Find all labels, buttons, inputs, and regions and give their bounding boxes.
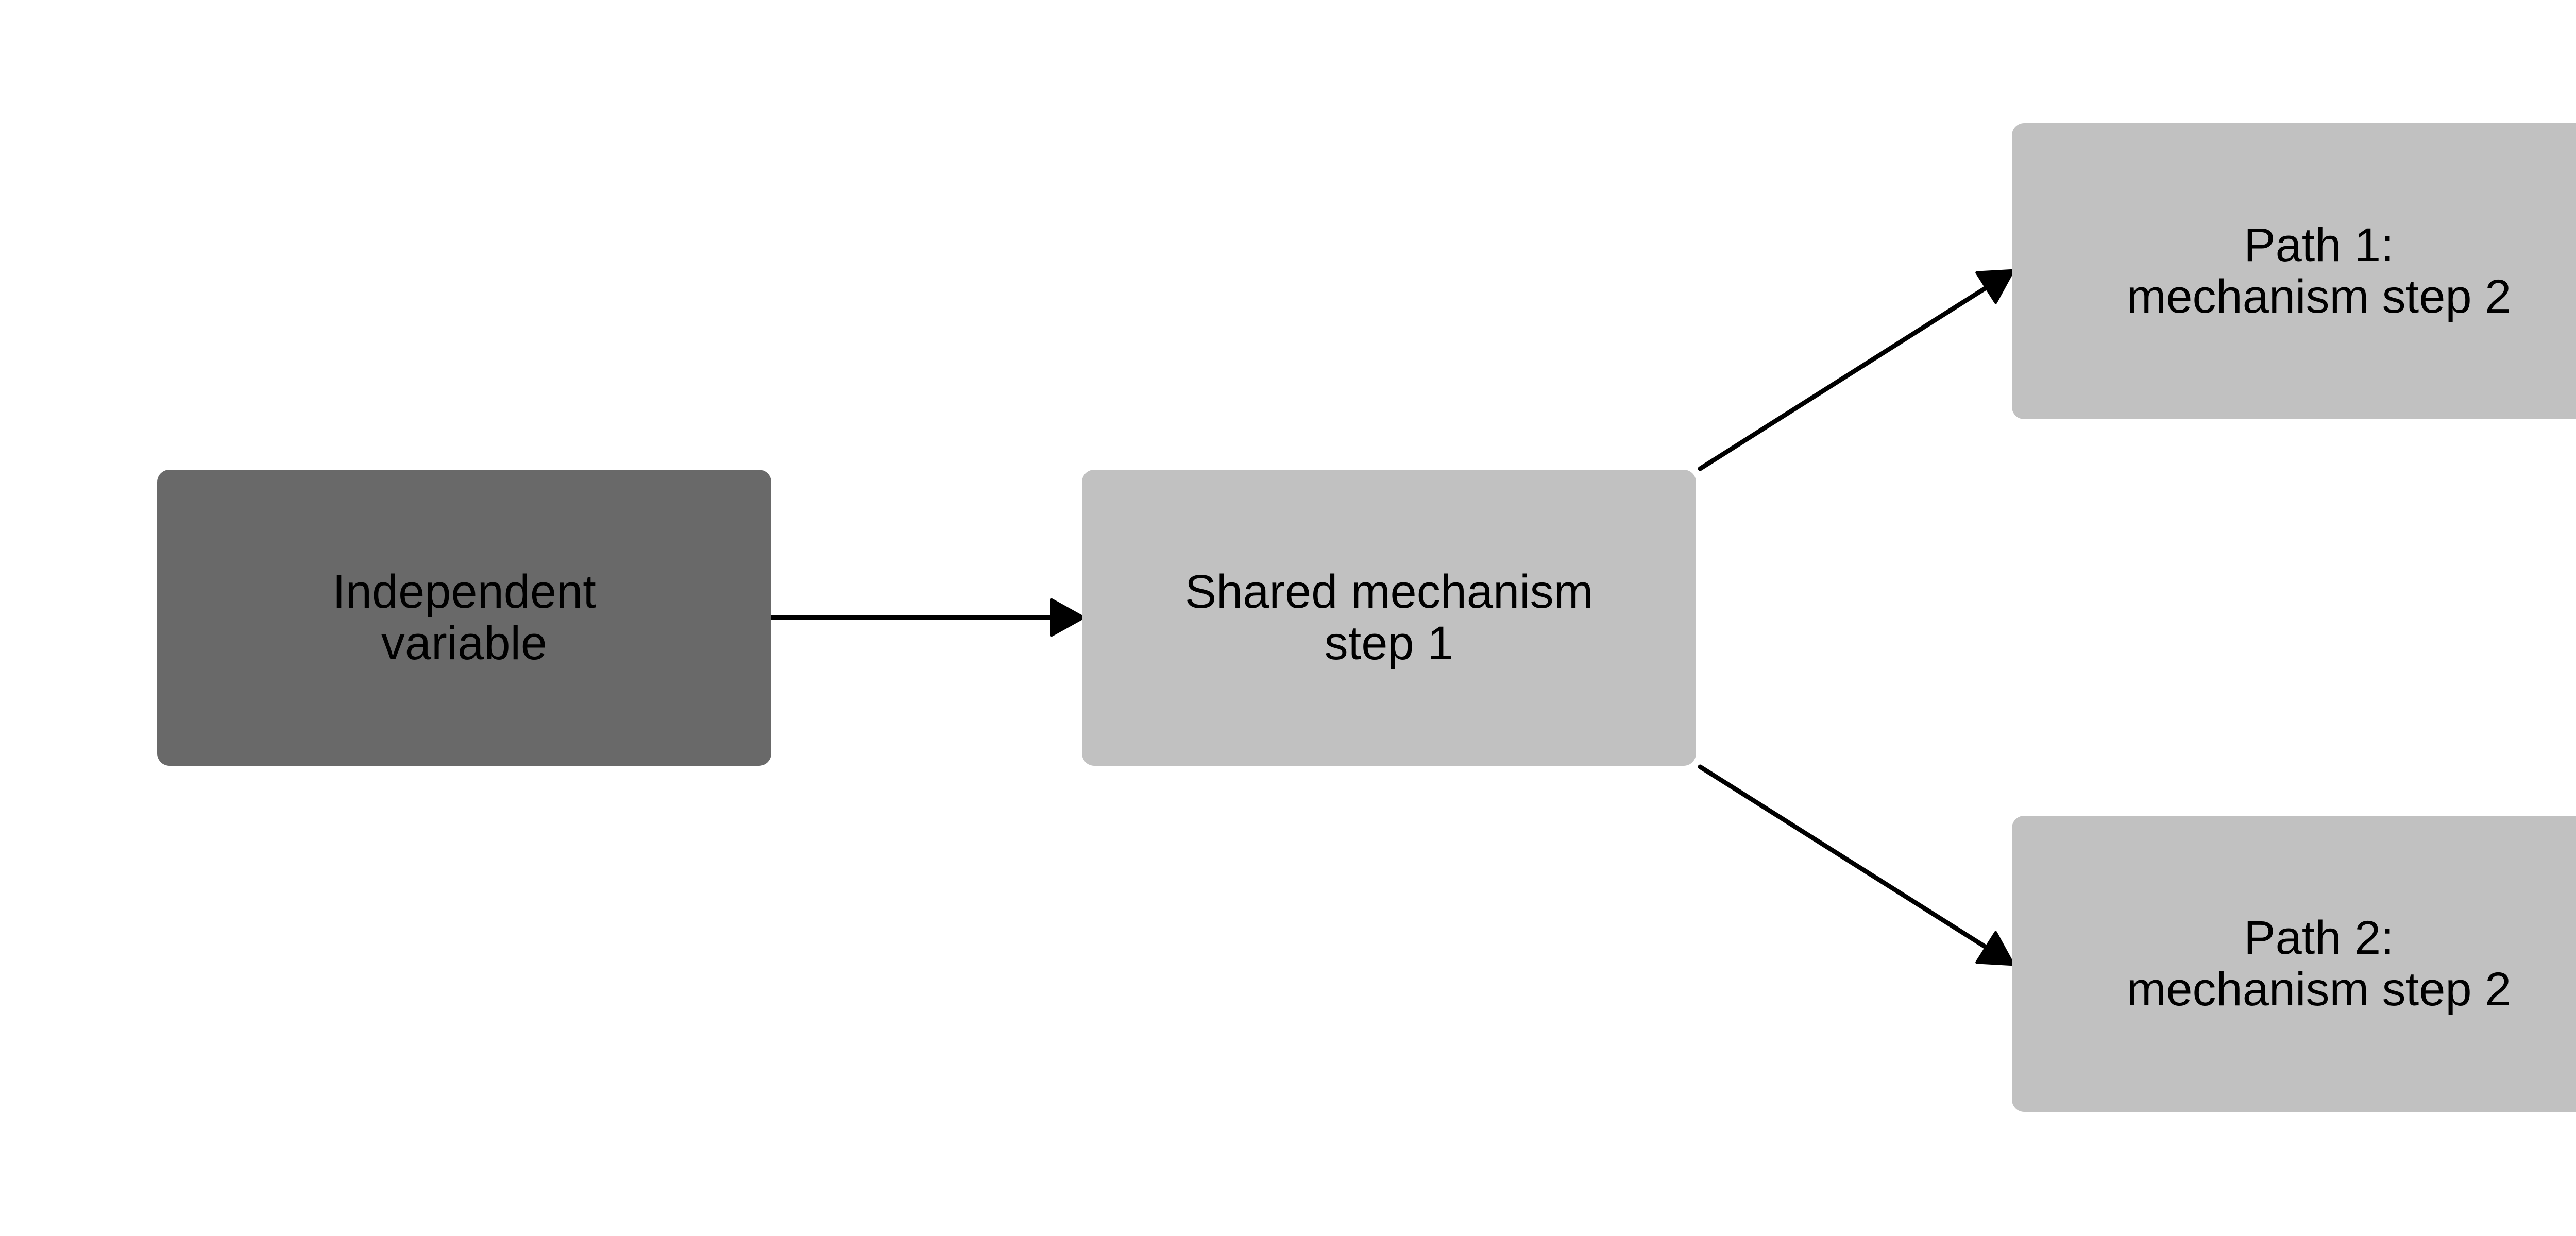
edge-shared-to-path2 [1698,764,2015,966]
node-path-2-mechanism-step-2: Path 2: mechanism step 2 [2012,816,2576,1112]
node-independent-variable-label: Independent variable [332,565,596,670]
node-path-1-mechanism-step-2-label: Path 1: mechanism step 2 [2126,219,2512,323]
edge-shared-to-path1 [1698,269,2015,471]
node-shared-mechanism-step-1-label: Shared mechanism step 1 [1184,565,1594,670]
node-path-2-mechanism-step-2-label: Path 2: mechanism step 2 [2126,912,2512,1016]
node-independent-variable: Independent variable [157,470,771,766]
node-path-1-mechanism-step-2: Path 1: mechanism step 2 [2012,123,2576,419]
node-shared-mechanism-step-1: Shared mechanism step 1 [1082,470,1696,766]
